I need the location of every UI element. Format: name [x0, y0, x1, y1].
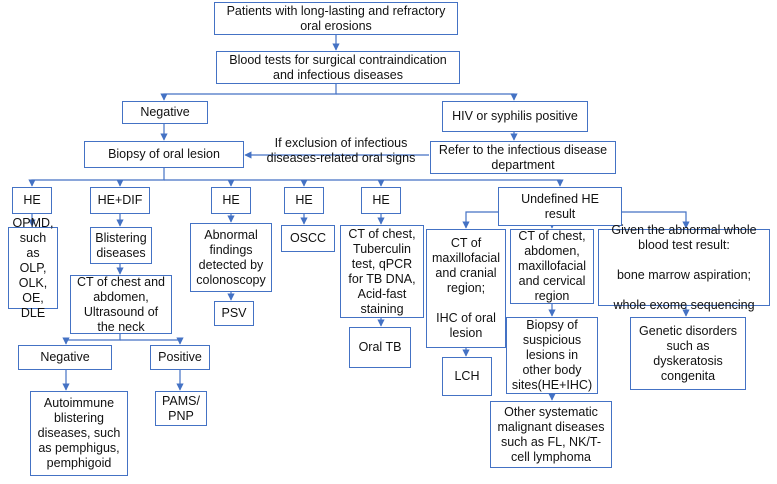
negative-bottom-node: Negative	[18, 345, 112, 370]
he-dif-node: HE+DIF	[90, 187, 150, 214]
psv-node: PSV	[214, 301, 254, 326]
start-node: Patients with long-lasting and refractor…	[214, 2, 458, 35]
blood-tests-node: Blood tests for surgical contraindicatio…	[216, 51, 460, 84]
lch-node: LCH	[442, 357, 492, 396]
malignant-node: Other systematic malignant diseases such…	[490, 401, 612, 468]
oscc-node: OSCC	[281, 225, 335, 252]
lch-tests-node: CT of maxillofacial and cranial region; …	[426, 229, 506, 348]
edge-biopsy-bus	[28, 168, 165, 187]
ct-neck-node: CT of chest and abdomen, Ultrasound of t…	[70, 275, 172, 334]
autoimmune-node: Autoimmune blistering diseases, such as …	[30, 391, 128, 476]
oral-tb-node: Oral TB	[349, 327, 411, 368]
exclusion-label: If exclusion of infectious diseases-rela…	[266, 136, 416, 165]
edge-blood-split	[160, 84, 337, 101]
hiv-positive-node: HIV or syphilis positive	[442, 101, 588, 132]
undefined-he-node: Undefined HE result	[498, 187, 622, 226]
he-node-4: HE	[361, 187, 401, 214]
negative-top-node: Negative	[122, 101, 208, 124]
tb-tests-node: CT of chest, Tuberculin test, qPCR for T…	[340, 225, 424, 318]
ct-cervical-node: CT of chest, abdomen, maxillofacial and …	[510, 229, 594, 304]
refer-node: Refer to the infectious disease departme…	[430, 141, 616, 174]
blistering-node: Blistering diseases	[90, 227, 152, 264]
he-node-1: HE	[12, 187, 52, 214]
edge-blood-hiv	[336, 93, 518, 101]
whole-blood-node: Given the abnormal whole blood test resu…	[598, 223, 770, 312]
biopsy-suspicious-node: Biopsy of suspicious lesions in other bo…	[506, 317, 598, 394]
he-node-3: HE	[284, 187, 324, 214]
abnormal-colonoscopy-node: Abnormal findings detected by colonoscop…	[190, 223, 272, 292]
edge-ctneck-bus	[62, 334, 121, 345]
pams-pnp-node: PAMS/ PNP	[155, 391, 207, 426]
positive-node: Positive	[150, 345, 210, 370]
opmd-node: OPMD, such as OLP, OLK, OE, DLE	[8, 216, 58, 320]
biopsy-node: Biopsy of oral lesion	[84, 141, 244, 168]
genetic-node: Genetic disorders such as dyskeratosis c…	[630, 317, 746, 390]
he-node-2: HE	[211, 187, 251, 214]
